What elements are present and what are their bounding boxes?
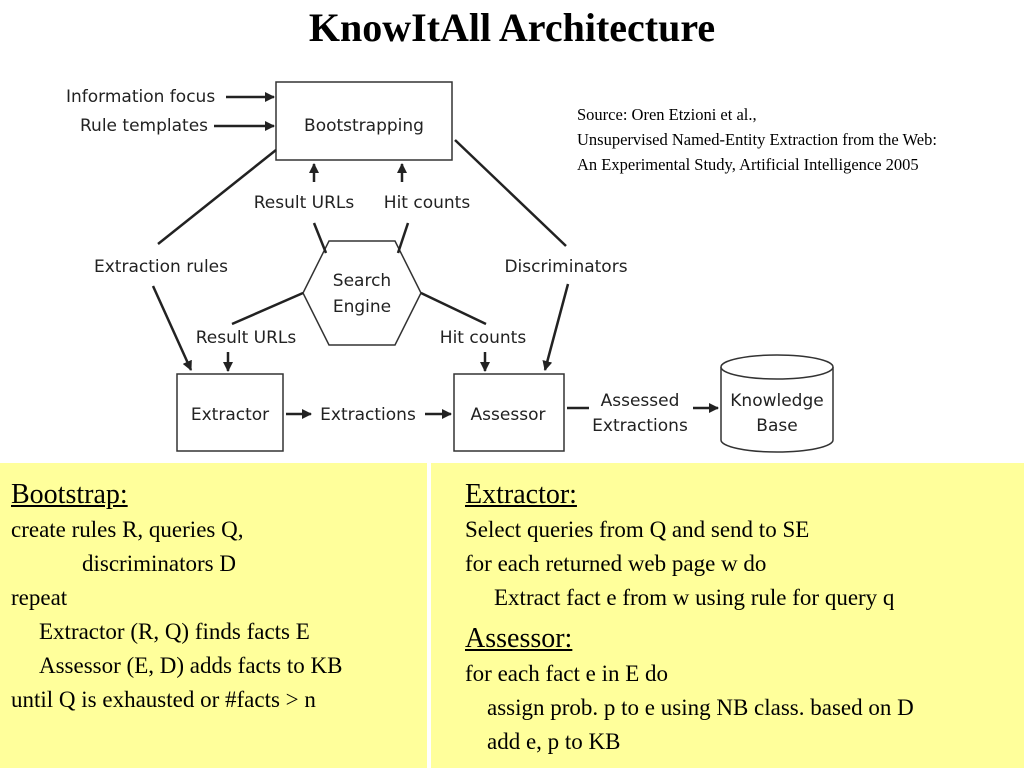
search-to-hit-counts-line xyxy=(396,222,410,254)
hit-counts-bottom-label: Hit counts xyxy=(440,328,527,348)
pseudocode-line: Extractor (R, Q) finds facts E xyxy=(39,619,310,644)
search-to-hit-counts-bottom-line xyxy=(420,291,487,326)
extraction-rules-arrow xyxy=(151,285,193,371)
search-engine-label-line1: Search xyxy=(333,271,391,291)
search-to-result-urls-line xyxy=(312,222,328,254)
assessor-label: Assessor xyxy=(471,405,546,425)
rule-templates-label: Rule templates xyxy=(80,116,208,136)
extractor-label: Extractor xyxy=(191,405,269,425)
search-engine-label-line2: Engine xyxy=(333,297,391,317)
extractor-box xyxy=(176,373,284,452)
pseudocode-line: for each fact e in E do xyxy=(465,661,669,686)
knowledge-base-label-line2: Base xyxy=(756,416,797,436)
architecture-diagram: Information focus Rule templates Bootstr… xyxy=(66,81,834,453)
knowledge-base-cylinder-top xyxy=(720,354,834,380)
hit-counts-top-label: Hit counts xyxy=(384,193,471,213)
extraction-rules-label: Extraction rules xyxy=(94,257,228,277)
information-focus-label: Information focus xyxy=(66,87,215,107)
assessed-extractions-label-line1: Assessed xyxy=(601,391,680,411)
pseudocode-line: Select queries from Q and send to SE xyxy=(465,517,810,542)
knowledge-base-cylinder xyxy=(720,367,834,453)
bootstrap-heading: Bootstrap: xyxy=(11,479,128,510)
search-engine-hexagon xyxy=(302,240,422,346)
pseudocode-line: for each returned web page w do xyxy=(465,551,767,576)
pseudocode-line: add e, p to KB xyxy=(487,729,621,754)
assessed-extractions-label-line2: Extractions xyxy=(592,416,688,436)
bootstrapping-label: Bootstrapping xyxy=(304,116,424,136)
extractions-label: Extractions xyxy=(320,405,416,425)
result-urls-top-label: Result URLs xyxy=(254,193,355,213)
pseudocode-line: until Q is exhausted or #facts > n xyxy=(11,687,316,712)
bootstrap-panel: Bootstrap: create rules R, queries Q, di… xyxy=(0,463,427,768)
discriminators-label: Discriminators xyxy=(504,257,627,277)
pseudocode-line: repeat xyxy=(11,585,68,610)
source-line: An Experimental Study, Artificial Intell… xyxy=(577,155,919,174)
bootstrapping-to-discriminators-line xyxy=(454,139,567,247)
pseudocode-line: create rules R, queries Q, xyxy=(11,517,244,542)
bootstrapping-to-extraction-rules-line xyxy=(157,149,277,245)
pseudocode-line: Assessor (E, D) adds facts to KB xyxy=(39,653,343,678)
pseudocode-line: assign prob. p to e using NB class. base… xyxy=(487,695,914,720)
page-title: KnowItAll Architecture xyxy=(308,5,716,50)
knowledge-base-label-line1: Knowledge xyxy=(730,391,823,411)
extractor-heading: Extractor: xyxy=(465,479,577,510)
pseudocode-line: discriminators D xyxy=(82,551,236,576)
discriminators-arrow xyxy=(542,283,570,371)
assessor-box xyxy=(453,373,565,452)
assessor-heading: Assessor: xyxy=(465,623,573,654)
source-line: Unsupervised Named-Entity Extraction fro… xyxy=(577,130,937,149)
extractor-assessor-panel: Extractor: Select queries from Q and sen… xyxy=(431,463,1024,768)
result-urls-bottom-label: Result URLs xyxy=(196,328,297,348)
bootstrapping-box xyxy=(275,81,453,161)
source-citation: Source: Oren Etzioni et al., Unsupervise… xyxy=(577,102,1022,177)
pseudocode-line: Extract fact e from w using rule for que… xyxy=(494,585,895,610)
source-line: Source: Oren Etzioni et al., xyxy=(577,105,757,124)
search-to-result-urls-bottom-line xyxy=(231,291,304,326)
